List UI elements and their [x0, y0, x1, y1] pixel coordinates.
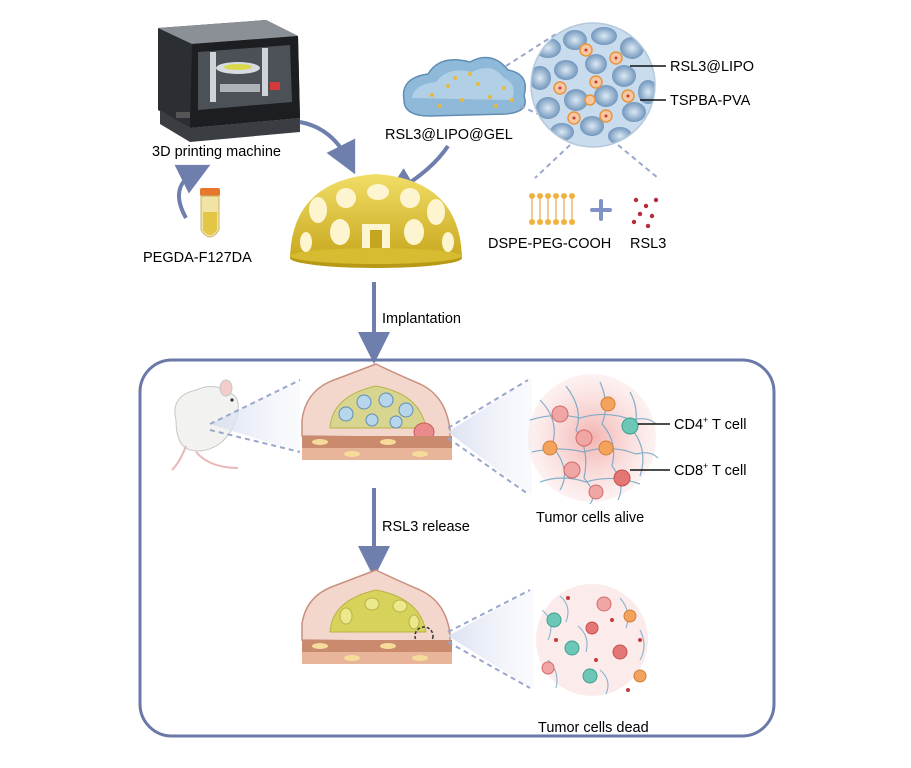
- label-lipo: RSL3@LIPO: [670, 59, 754, 75]
- label-implantation: Implantation: [382, 311, 461, 327]
- tissue-section-after-release: [301, 569, 452, 664]
- label-dspe: DSPE-PEG-COOH: [488, 236, 611, 252]
- tumor-alive-network: [528, 374, 659, 505]
- label-release: RSL3 release: [382, 519, 470, 535]
- label-cd4: CD4+ T cell: [674, 415, 746, 433]
- zoom-line-lower-left: [534, 144, 571, 179]
- tissue-section-implanted: [301, 363, 452, 460]
- label-printer: 3D printing machine: [152, 144, 281, 160]
- arrow-printer-to-scaffold: [299, 120, 356, 175]
- in-vivo-panel-frame: [138, 358, 776, 738]
- zoom-cone-mouse: [210, 380, 300, 452]
- zoom-cone-tumor-dead: [448, 588, 534, 690]
- tumor-dead-network: [536, 584, 648, 696]
- label-tumor-dead: Tumor cells dead: [538, 720, 649, 736]
- label-rsl3: RSL3: [630, 236, 666, 252]
- rsl3-molecule-icon: [631, 197, 659, 229]
- lipid-bilayer-icon: [529, 193, 575, 225]
- zoom-line-lower-right: [617, 144, 659, 179]
- label-gel: RSL3@LIPO@GEL: [385, 127, 513, 143]
- gel-network-zoom-circle: [530, 22, 656, 148]
- zoom-line-top: [505, 33, 557, 67]
- scaffold-dome-illustration: [290, 174, 462, 268]
- zoom-cone-tumor-alive: [448, 378, 532, 496]
- plus-icon: [590, 199, 612, 221]
- label-pegda: PEGDA-F127DA: [143, 250, 252, 266]
- printer-machine-illustration: [158, 20, 300, 142]
- arrow-pegda-to-printer: [174, 164, 211, 219]
- pegda-tube-illustration: [200, 188, 220, 238]
- label-tspba: TSPBA-PVA: [670, 93, 751, 109]
- hydrogel-blob-illustration: [402, 56, 526, 117]
- label-tumor-alive: Tumor cells alive: [536, 510, 644, 526]
- label-cd8: CD8+ T cell: [674, 461, 746, 479]
- mouse-illustration: [171, 379, 239, 471]
